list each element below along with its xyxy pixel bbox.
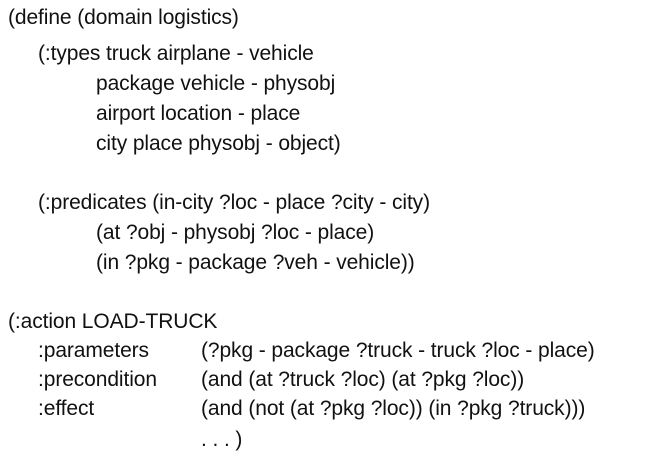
precondition-key: :precondition	[38, 368, 157, 391]
predicates-line-1: (:predicates (in-city ?loc - place ?city…	[38, 191, 430, 214]
precondition-value: (and (at ?truck ?loc) (at ?pkg ?loc))	[201, 368, 525, 391]
parameters-value: (?pkg - package ?truck - truck ?loc - pl…	[201, 339, 595, 362]
effect-value: (and (not (at ?pkg ?loc)) (in ?pkg ?truc…	[201, 397, 586, 420]
types-line-2: package vehicle - physobj	[96, 72, 336, 95]
action-header: (:action LOAD-TRUCK	[8, 310, 218, 333]
define-domain-line: (define (domain logistics)	[8, 6, 239, 29]
ellipsis: . . . )	[201, 428, 243, 451]
effect-key: :effect	[38, 397, 95, 420]
types-line-1: (:types truck airplane - vehicle	[38, 42, 314, 65]
parameters-key: :parameters	[38, 339, 149, 362]
predicates-line-3: (in ?pkg - package ?veh - vehicle))	[96, 251, 415, 274]
types-line-3: airport location - place	[96, 102, 301, 125]
types-line-4: city place physobj - object)	[96, 132, 341, 155]
predicates-line-2: (at ?obj - physobj ?loc - place)	[96, 221, 375, 244]
